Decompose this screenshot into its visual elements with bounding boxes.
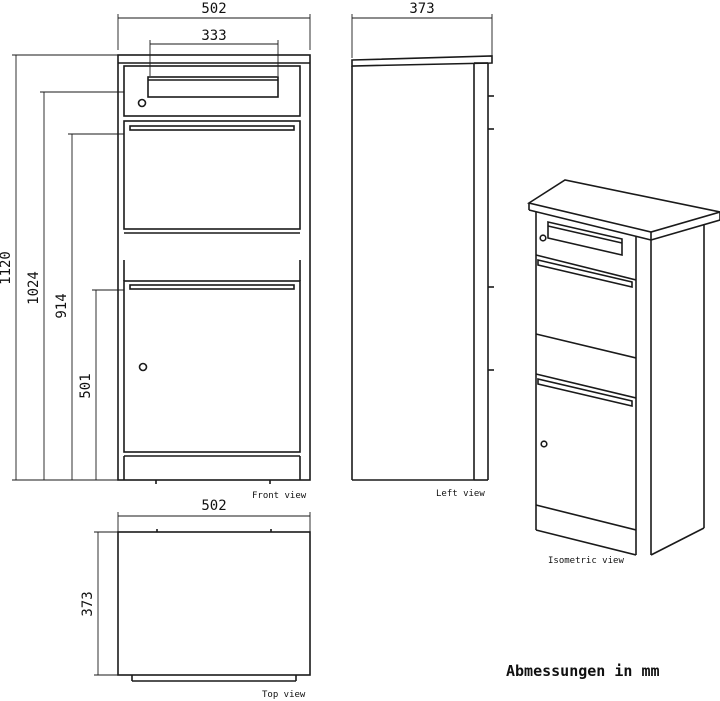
units-note: Abmessungen in mm: [506, 662, 660, 680]
lock-upper-icon: [137, 98, 147, 108]
lock-lower-icon: [138, 362, 148, 372]
left-view: 373 Left view: [351, 1, 494, 499]
dim-height-501: 501: [78, 373, 94, 398]
dim-height-914: 914: [54, 293, 70, 318]
caption-front-view: Front view: [252, 491, 307, 501]
caption-top-view: Top view: [262, 690, 306, 700]
dim-height-1024: 1024: [26, 271, 42, 305]
top-view: 502 373 Top view: [80, 498, 311, 700]
dim-slot-width: 333: [201, 28, 226, 44]
front-view: 502 333 1120 10: [0, 1, 311, 501]
dim-height-total: 1120: [0, 251, 14, 285]
dim-top-depth: 373: [80, 591, 96, 616]
dim-top-width: 502: [201, 498, 226, 514]
caption-isometric-view: Isometric view: [548, 556, 624, 566]
dim-depth: 373: [409, 1, 434, 17]
iso-lock-upper-icon: [539, 234, 547, 242]
dim-front-width: 502: [201, 1, 226, 17]
caption-left-view: Left view: [436, 489, 485, 499]
iso-lock-lower-icon: [540, 440, 548, 448]
isometric-view: Isometric view: [526, 179, 720, 566]
